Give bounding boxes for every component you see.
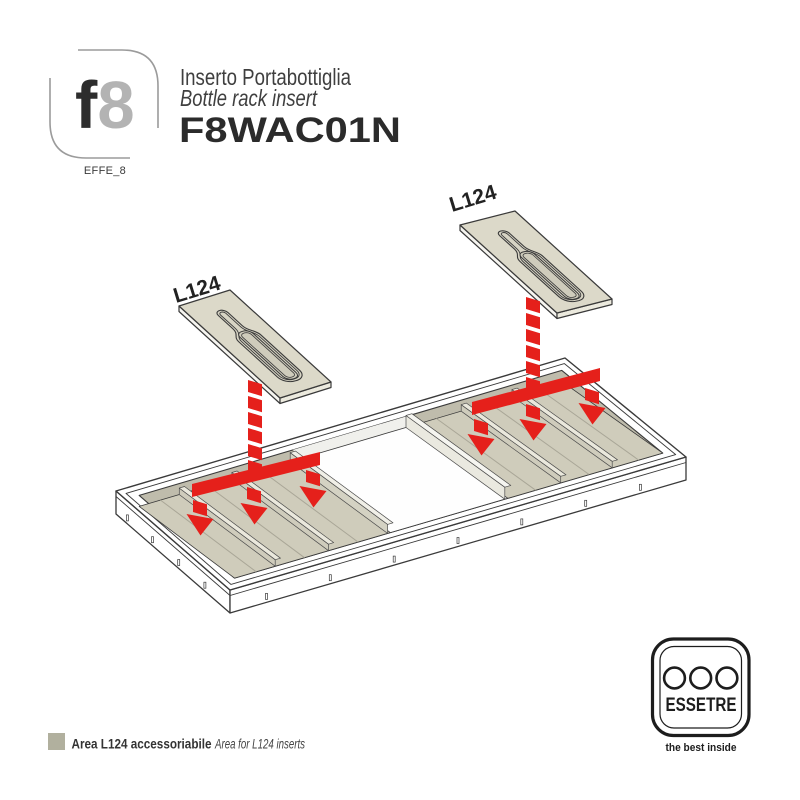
- svg-text:the best inside: the best inside: [666, 742, 737, 754]
- svg-text:Area for L124 inserts: Area for L124 inserts: [214, 737, 305, 752]
- svg-text:Inserto Portabottiglia: Inserto Portabottiglia: [180, 64, 351, 90]
- svg-text:Area L124 accessoriabile: Area L124 accessoriabile: [72, 737, 212, 752]
- svg-text:F8WAC01N: F8WAC01N: [179, 111, 401, 150]
- svg-text:Bottle rack insert: Bottle rack insert: [180, 85, 318, 111]
- svg-text:EFFE_8: EFFE_8: [84, 165, 126, 177]
- svg-text:f8: f8: [75, 68, 135, 143]
- svg-text:ESSETRE: ESSETRE: [666, 695, 737, 716]
